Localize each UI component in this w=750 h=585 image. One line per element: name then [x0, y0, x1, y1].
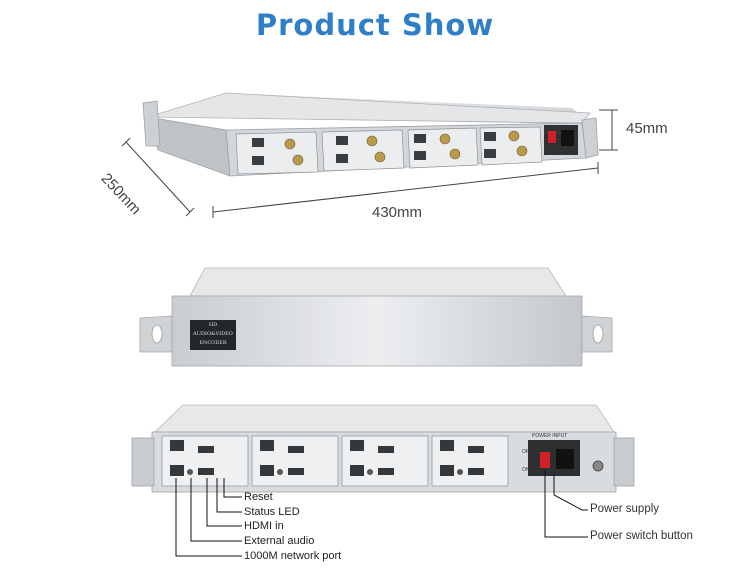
- height-dimension: 45mm: [626, 120, 668, 137]
- callout-external-audio: External audio: [244, 535, 315, 547]
- callout-status-led: Status LED: [244, 506, 300, 518]
- callout-power-switch: Power switch button: [590, 530, 693, 542]
- width-dimension: 430mm: [372, 204, 423, 221]
- front-nameplate: HD AUDIO&VIDEO ENCODER: [190, 321, 236, 348]
- off-label: OFF: [522, 449, 532, 455]
- nameplate-line-1: HD: [208, 322, 218, 328]
- callout-hdmi-in: HDMI in: [244, 520, 284, 532]
- nameplate-line-2: AUDIO&VIDEO: [193, 331, 233, 337]
- nameplate-line-3: ENCODER: [199, 340, 227, 346]
- unit-perspective: [121, 92, 618, 218]
- power-input-label: POWER INPUT: [532, 433, 568, 439]
- callout-network-port: 1000M network port: [244, 550, 342, 562]
- callout-power-supply: Power supply: [590, 503, 660, 515]
- page-title: Product Show: [255, 8, 495, 42]
- on-label: ON: [522, 467, 530, 473]
- callout-reset: Reset: [244, 491, 273, 503]
- unit-rear: [131, 404, 635, 557]
- unit-front: [139, 267, 613, 367]
